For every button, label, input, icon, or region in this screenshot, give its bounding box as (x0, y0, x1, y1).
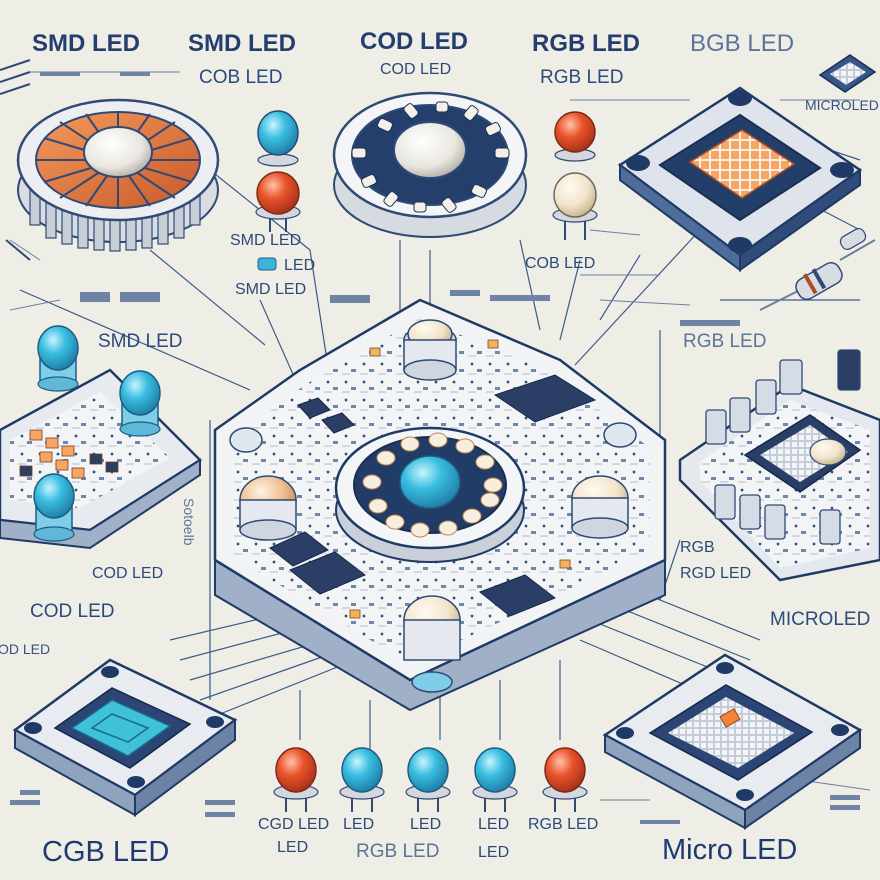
cob-ring-led-icon (332, 91, 528, 238)
label-cod-led-left-1: COD LED (92, 565, 164, 582)
label-cob-led-upper-left: COB LED (199, 67, 283, 88)
microled-chip-icon (12, 658, 238, 817)
chip-icon (818, 54, 877, 93)
label-smd-led-mid-1: SMD LED (230, 232, 302, 249)
label-cod-led-top: COD LED (360, 28, 468, 55)
label-board-side: Sotoelb (181, 498, 197, 546)
label-led-bottom-1: LED (277, 839, 309, 856)
label-rgd-led-right: RGD LED (680, 565, 752, 582)
label-led-bottom-4: LED (478, 816, 510, 833)
label-rgb-right-2: RGB (680, 539, 715, 556)
label-bgb-led-top: BGB LED (690, 30, 795, 57)
label-micro-led-bottom-right: Micro LED (662, 834, 798, 866)
label-rgb-led-bottom-5: RGB LED (528, 816, 599, 833)
led-bulb-icon (257, 110, 299, 167)
connector-pins-icon (0, 59, 31, 261)
label-smd-led-top-1: SMD LED (32, 30, 140, 57)
label-led-bottom-2: LED (343, 816, 375, 833)
label-led-bottom-6: LED (478, 844, 510, 861)
label-rgb-led-top: RGB LED (532, 30, 640, 57)
chip-icon (257, 257, 277, 271)
rgb-chip-icon (617, 86, 863, 272)
label-smd-led-left: SMD LED (98, 331, 183, 352)
led-bulb-icon (255, 171, 301, 232)
label-od-led-left: OD LED (0, 641, 51, 657)
decorative-text-marks (10, 72, 860, 824)
label-smd-led-top-2: SMD LED (188, 30, 296, 57)
label-smd-led-mid-2: SMD LED (235, 281, 307, 298)
label-cod-led-upper-center: COD LED (380, 61, 452, 78)
label-led-mid: LED (284, 257, 316, 274)
label-microled-top-right: MICROLED (805, 97, 879, 113)
led-bulb-icon (554, 111, 596, 162)
led-bulb-icon (542, 747, 588, 812)
resistor-icon (759, 228, 876, 311)
led-bulb-icon (273, 747, 319, 812)
led-bulb-icon (552, 172, 598, 240)
pcb-board-icon (678, 349, 880, 582)
label-microled-right: MICROLED (770, 609, 871, 630)
label-rgb-led-bottom-center: RGB LED (356, 841, 440, 862)
led-bulb-icon (339, 747, 385, 812)
label-cod-led-left-2: COD LED (30, 601, 115, 622)
microled-chip-icon (602, 653, 863, 830)
label-cgb-led-bottom-left: CGB LED (42, 836, 170, 868)
heatsink-led-icon (16, 98, 220, 252)
label-cob-led-right: COB LED (525, 255, 596, 272)
label-cgd-led-bottom: CGD LED (258, 816, 330, 833)
label-rgb-led-right-1: RGB LED (683, 331, 767, 352)
led-bulb-icon (405, 747, 451, 812)
led-bulb-icon (472, 747, 518, 812)
label-led-bottom-3: LED (410, 816, 442, 833)
pcb-board-icon (213, 298, 667, 712)
pcb-board-icon (0, 325, 202, 550)
label-rgb-led-upper-right: RGB LED (540, 67, 624, 88)
